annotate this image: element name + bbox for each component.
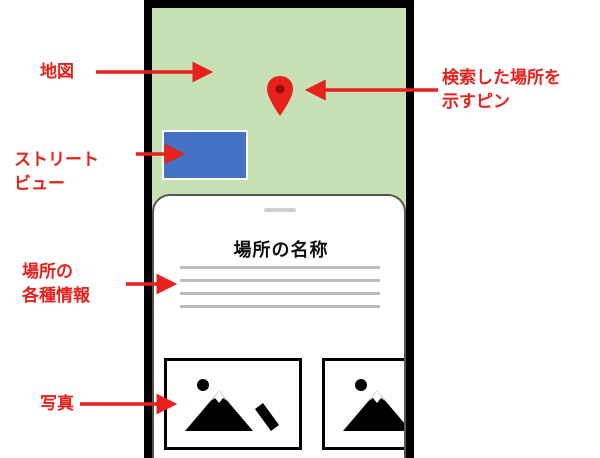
phone-screen: 場所の名称 (152, 8, 406, 458)
callout-place-info: 場所の 各種情報 (22, 260, 90, 308)
info-line (180, 305, 380, 308)
callout-street-view-line2: ビュー (14, 174, 65, 194)
callout-street-view-line1: ストリート (14, 150, 99, 170)
photo-thumbnail[interactable] (322, 358, 404, 450)
callout-photos: 写真 (40, 392, 74, 416)
callout-map-text: 地図 (40, 62, 74, 82)
place-name: 場所の名称 (233, 240, 329, 261)
callout-photos-text: 写真 (40, 394, 74, 414)
callout-place-info-line2: 各種情報 (22, 286, 90, 306)
callout-pin: 検索した場所を 示すピン (442, 66, 561, 114)
callout-pin-line1: 検索した場所を (442, 68, 561, 88)
sheet-drag-handle[interactable] (264, 208, 296, 212)
callout-pin-line2: 示すピン (442, 92, 510, 112)
callout-map: 地図 (40, 60, 74, 84)
info-line (180, 292, 380, 295)
callout-place-info-line1: 場所の (22, 262, 73, 282)
callout-street-view: ストリート ビュー (14, 148, 99, 196)
info-line (180, 266, 380, 269)
place-info-sheet[interactable]: 場所の名称 (152, 194, 406, 458)
phone-frame: 場所の名称 (144, 0, 414, 458)
info-line (180, 279, 380, 282)
image-placeholder-icon (185, 379, 279, 431)
map-pin-icon[interactable] (266, 74, 294, 118)
image-placeholder-icon (343, 379, 404, 431)
